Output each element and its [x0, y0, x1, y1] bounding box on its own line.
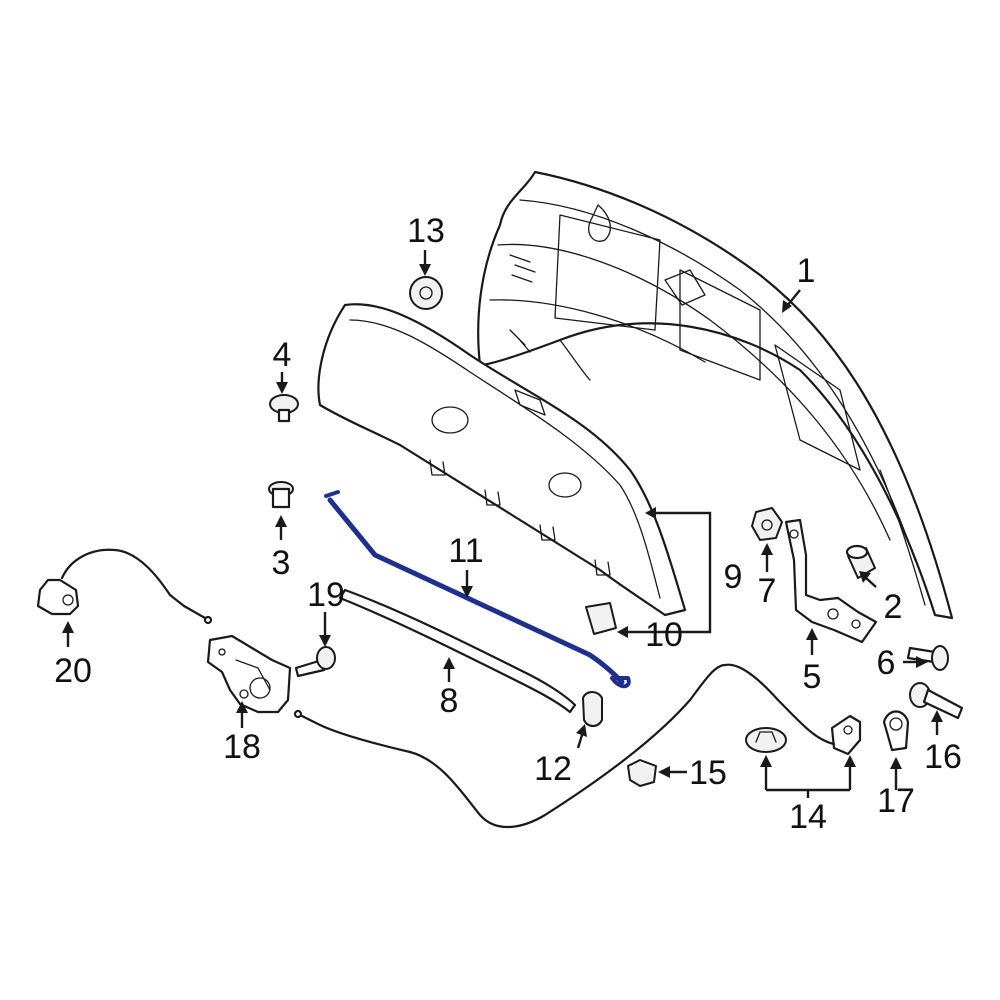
clip-part-12 [582, 691, 603, 727]
callout-11: 11 [448, 532, 483, 570]
callout-13: 13 [407, 212, 445, 250]
callout-8: 8 [440, 682, 459, 720]
release-cable [293, 663, 836, 829]
push-pin-part-4 [269, 394, 299, 423]
callout-10: 10 [645, 616, 683, 654]
hood-insulator [317, 303, 687, 617]
callout-12: 12 [534, 750, 572, 788]
release-handle-part-14 [745, 714, 862, 756]
callout-17: 17 [877, 782, 915, 820]
clip-part-17 [882, 710, 910, 752]
hood-panel [477, 170, 954, 620]
bolt-part-6 [906, 645, 949, 671]
callout-14: 14 [789, 798, 827, 836]
weatherstrip-seal [338, 588, 577, 714]
bump-stop-part-2 [845, 544, 876, 579]
callout-16: 16 [924, 738, 962, 776]
clip-part-15 [627, 759, 657, 787]
callout-4: 4 [273, 336, 292, 374]
callout-3: 3 [272, 544, 291, 582]
bolt-part-16 [909, 682, 964, 720]
leader-lines [62, 250, 943, 798]
secondary-latch-part-20 [36, 548, 213, 625]
callout-1: 1 [797, 252, 816, 290]
bumper-part-3 [268, 481, 294, 509]
bumper-block-part-10 [585, 602, 617, 635]
callout-2: 2 [884, 588, 903, 626]
callout-9: 9 [724, 558, 743, 596]
hood-hinge-part-5 [784, 518, 878, 644]
callout-15: 15 [689, 754, 727, 792]
callout-18: 18 [223, 728, 261, 766]
hood-prop-rod [324, 490, 631, 689]
callout-5: 5 [803, 658, 822, 696]
callout-7: 7 [758, 572, 777, 610]
callout-6: 6 [877, 644, 896, 682]
callout-numbers: 1 13 4 3 11 9 10 19 8 12 7 2 5 6 16 17 1… [54, 212, 962, 836]
callout-19: 19 [307, 576, 345, 614]
nut-part-7 [751, 507, 783, 541]
bolt-part-19 [294, 646, 336, 678]
hood-latch-part-18 [206, 634, 292, 714]
grommet-part-13 [409, 276, 443, 310]
callout-20: 20 [54, 652, 92, 690]
